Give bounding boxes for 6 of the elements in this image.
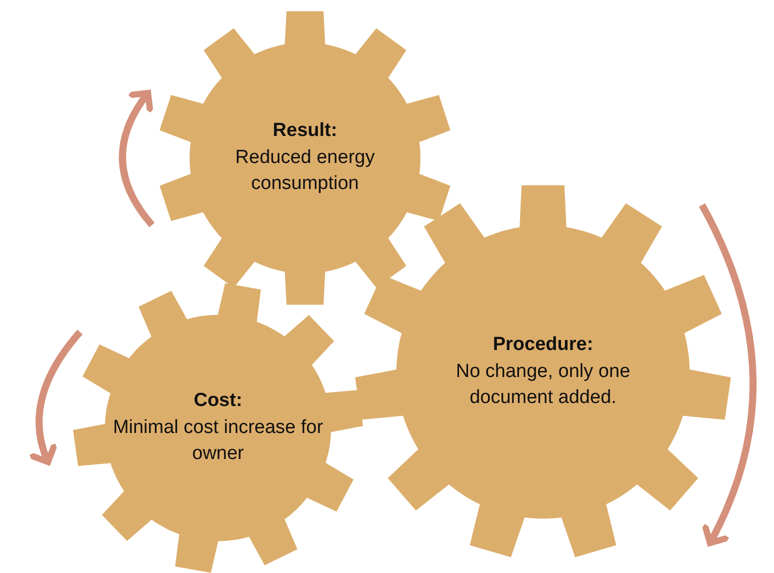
gear-heading: Cost:	[194, 389, 242, 414]
gear-heading: Result:	[272, 119, 338, 144]
gear-heading: Procedure:	[492, 333, 594, 358]
gear-description: Minimal cost increase for owner	[112, 416, 324, 466]
gear-description: No change, only one document added.	[454, 360, 632, 410]
gear-description: Reduced energy consumption	[234, 146, 376, 196]
